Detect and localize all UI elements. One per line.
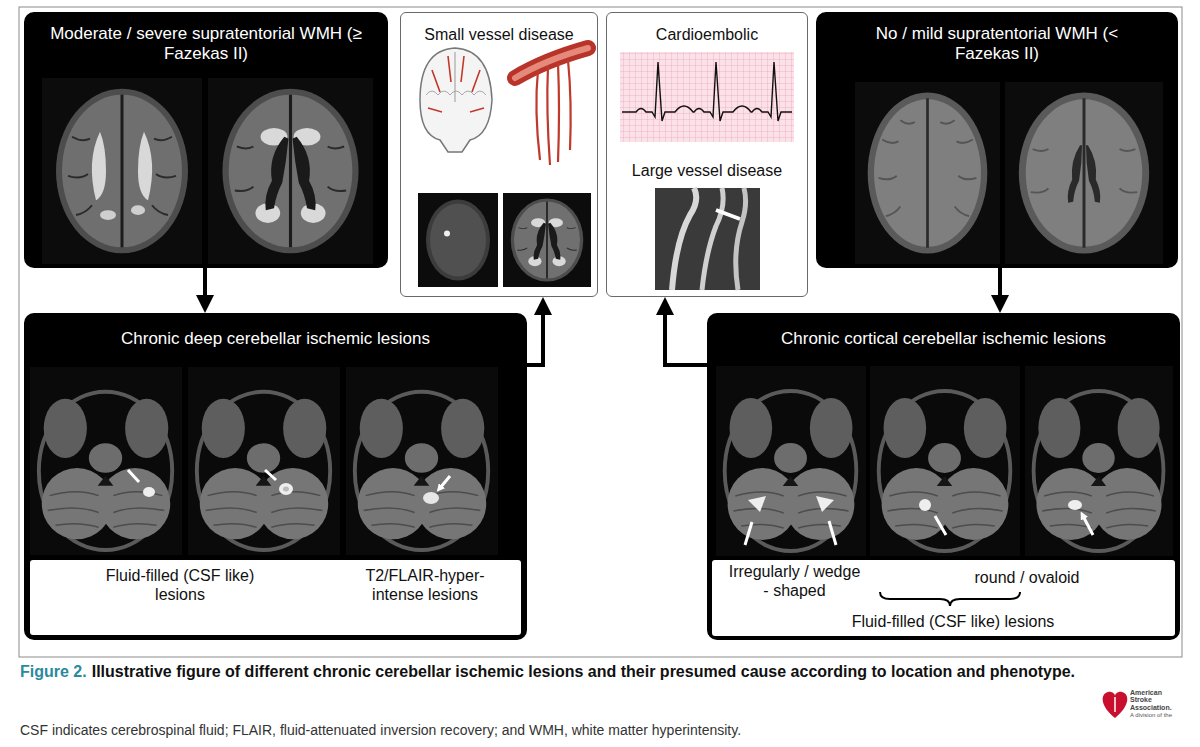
- mri-deep-lesion-images-part: [423, 492, 439, 504]
- lesion-caption: Fluid-filled (CSF like) lesions: [818, 612, 1088, 631]
- cause-heading: Large vessel disease: [607, 161, 807, 180]
- logo-text: American Stroke Association.: [1130, 689, 1184, 711]
- small-vessel-illustration-part: [418, 193, 498, 287]
- mri-cortical-lesion-images-part: [870, 366, 1020, 556]
- angiogram-image-part: [716, 210, 740, 219]
- small-vessel-illustration-part: [428, 56, 484, 112]
- figure-title-block: Figure 2. Illustrative figure of differen…: [20, 662, 1180, 683]
- mri-deep-lesion-images-part: [128, 470, 450, 488]
- mri-cortical-lesion-images-part: [745, 516, 1093, 545]
- mri-cortical-lesion-images-part: [748, 496, 766, 512]
- lesion-caption: T2/FLAIR-hyper-intense lesions: [350, 566, 500, 604]
- mri-cortical-lesion-images-part: [919, 499, 931, 511]
- figure-number: Figure 2.: [20, 663, 87, 680]
- mri-deep-lesion-images-part: [30, 367, 182, 555]
- ecg-strip-part: [622, 62, 792, 121]
- mri-cortical-lesion-images: [716, 366, 1173, 556]
- angiogram-image-part: [672, 188, 696, 290]
- figure-frame: [19, 7, 1182, 657]
- text-slot: T2/FLAIR-hyper-intense lesions: [350, 566, 500, 604]
- wmh-panel: Moderate / severe supratentorial WMH (≥ …: [24, 12, 388, 268]
- lesion-caption: Irregularly / wedge - shaped: [727, 562, 862, 600]
- wmh-panel: No / mild supratentorial WMH (< Fazekas …: [816, 12, 1178, 268]
- figure-caption: CSF indicates cerebrospinal fluid; FLAIR…: [20, 722, 1090, 738]
- small-vessel-illustration-part: [536, 60, 570, 165]
- small-vessel-illustration-part: [420, 48, 492, 152]
- mri-wmh-images-part: [208, 78, 373, 264]
- text-slot: Large vessel disease: [607, 161, 807, 180]
- mri-cortical-lesion-images-part: [816, 496, 834, 512]
- connector-arrow: [665, 309, 707, 365]
- small-vessel-illustration-part: [455, 52, 456, 102]
- text-slot: round / ovaloid: [947, 568, 1107, 587]
- mri-cortical-lesion-images-part: [716, 366, 866, 556]
- cause-box: CardioembolicLarge vessel disease: [606, 12, 808, 297]
- mri-deep-lesion-images-part: [283, 487, 289, 492]
- logo-torch: [1114, 697, 1116, 712]
- angiogram-image-part: [702, 188, 723, 290]
- mri-cortical-lesion-images-part: [1068, 500, 1082, 510]
- caption-panels-part: [30, 560, 521, 635]
- text-slot: Irregularly / wedge - shaped: [727, 562, 862, 600]
- mri-deep-lesion-images-part: [143, 487, 155, 497]
- logo-text: A division of the: [1130, 712, 1184, 718]
- ecg-strip: [620, 52, 794, 142]
- mri-wmh-images-part: [42, 78, 202, 264]
- small-vessel-illustration-part: [426, 91, 486, 95]
- text-slot: No / mild supratentorial WMH (< Fazekas …: [864, 24, 1130, 65]
- text-slot: Moderate / severe supratentorial WMH (≥ …: [41, 24, 371, 65]
- text-slot: Fluid-filled (CSF like) lesions: [80, 566, 280, 604]
- text-slot: Fluid-filled (CSF like) lesions: [818, 612, 1088, 631]
- caption-slot: CSF indicates cerebrospinal fluid; FLAIR…: [20, 722, 1090, 738]
- angiogram-image-part: [736, 188, 746, 290]
- ecg-strip-part: [620, 52, 794, 142]
- mri-normal-images-part: [855, 82, 1000, 264]
- mri-normal-images: [855, 82, 1163, 264]
- angiogram-image: [655, 188, 760, 290]
- connector-arrow: [203, 268, 207, 301]
- mri-wmh-images: [42, 78, 373, 264]
- cause-heading: Cardioembolic: [607, 25, 807, 44]
- logo-heart: [1103, 692, 1128, 718]
- panel-heading: No / mild supratentorial WMH (< Fazekas …: [864, 24, 1130, 65]
- angiogram-image-part: [655, 188, 760, 290]
- mri-deep-lesion-images: [30, 367, 498, 555]
- lesion-panel: Chronic deep cerebellar ischemic lesions…: [24, 313, 527, 640]
- lesion-caption: round / ovaloid: [947, 568, 1107, 587]
- mri-normal-images-part: [1005, 82, 1163, 264]
- curly-brace: [880, 592, 1020, 606]
- text-slot: Chronic cortical cerebellar ischemic les…: [707, 329, 1180, 349]
- text-slot: Chronic deep cerebellar ischemic lesions: [24, 329, 527, 349]
- mri-deep-lesion-images-part: [188, 367, 340, 555]
- text-slot: Small vessel disease: [401, 25, 597, 44]
- cause-heading: Small vessel disease: [401, 25, 597, 44]
- cause-box: Small vessel disease: [400, 12, 598, 297]
- label-slot: A division of the: [1130, 712, 1184, 718]
- small-vessel-illustration-part: [515, 48, 588, 78]
- connector-arrow: [998, 268, 1002, 301]
- mri-cortical-lesion-images-part: [1025, 366, 1173, 556]
- panel-heading: Chronic cortical cerebellar ischemic les…: [707, 329, 1180, 349]
- lesion-panel: Chronic cortical cerebellar ischemic les…: [707, 313, 1180, 640]
- panel-heading: Moderate / severe supratentorial WMH (≥ …: [41, 24, 371, 65]
- small-vessel-illustration-part: [515, 48, 588, 78]
- lesion-caption: Fluid-filled (CSF like) lesions: [80, 566, 280, 604]
- caption-panels-part: [712, 560, 1175, 636]
- connector-arrow: [527, 309, 543, 365]
- text-slot: Cardioembolic: [607, 25, 807, 44]
- panel-heading: Chronic deep cerebellar ischemic lesions: [24, 329, 527, 349]
- small-vessel-illustration-part: [503, 193, 591, 287]
- small-vessel-illustration: [418, 48, 591, 287]
- mri-deep-lesion-images-part: [346, 367, 498, 555]
- figure-title: Illustrative figure of different chronic…: [92, 663, 1075, 680]
- caption-panels: [30, 560, 1175, 636]
- label-slot: American Stroke Association.: [1130, 689, 1184, 711]
- mri-deep-lesion-images-part: [279, 483, 293, 495]
